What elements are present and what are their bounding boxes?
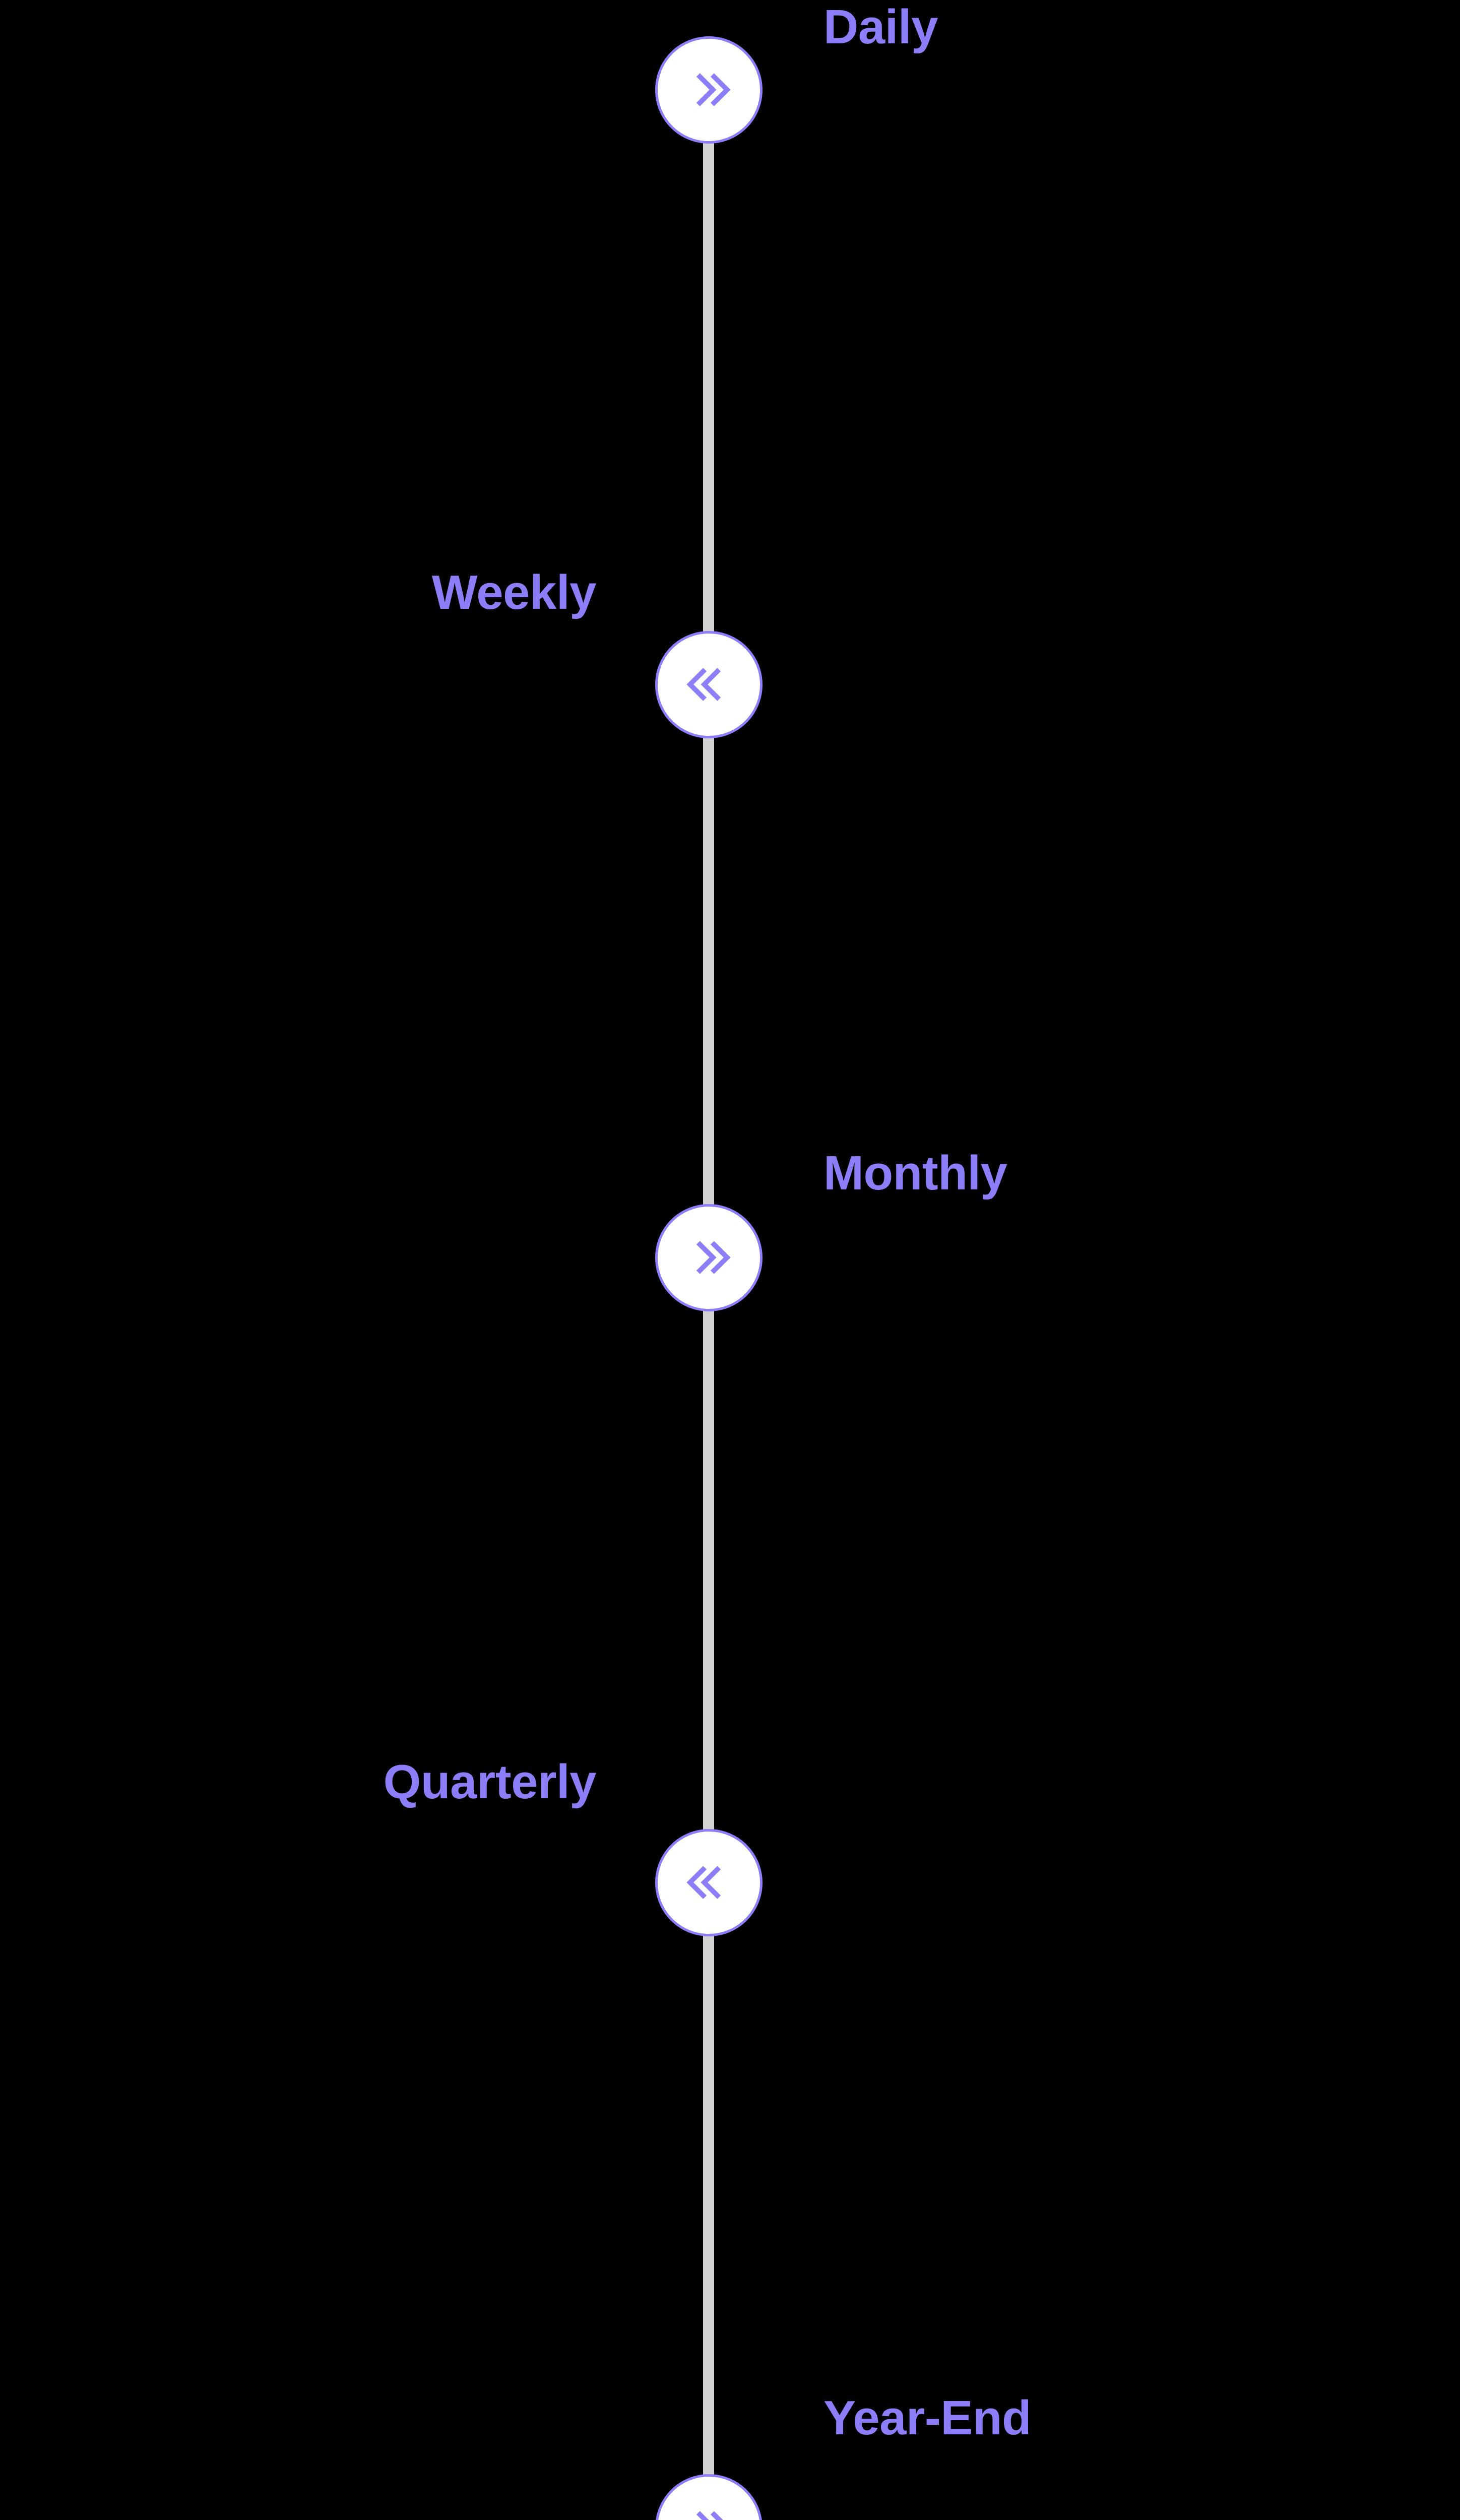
timeline-label-quarterly: Quarterly bbox=[383, 1755, 597, 1809]
chevron-double-left-icon bbox=[686, 1866, 721, 1899]
timeline-label-daily: Daily bbox=[823, 0, 938, 54]
timeline-connector-monthly-to-quarterly bbox=[703, 1307, 714, 1833]
timeline-connector-daily-to-weekly bbox=[703, 139, 714, 635]
chevron-double-right-icon bbox=[696, 1241, 731, 1274]
timeline-node-year-end[interactable] bbox=[655, 2474, 763, 2520]
timeline-label-monthly: Monthly bbox=[823, 1146, 1007, 1200]
timeline-connector-quarterly-to-year-end bbox=[703, 1932, 714, 2478]
timeline-node-daily[interactable] bbox=[655, 36, 763, 144]
timeline-node-quarterly[interactable] bbox=[655, 1829, 763, 1936]
chevron-double-left-icon bbox=[686, 668, 721, 701]
timeline-connector-weekly-to-monthly bbox=[703, 734, 714, 1208]
chevron-double-right-icon bbox=[696, 2511, 723, 2520]
timeline-node-weekly[interactable] bbox=[655, 631, 763, 738]
timeline-label-weekly: Weekly bbox=[431, 565, 597, 619]
chevron-double-right-icon bbox=[696, 73, 731, 106]
timeline-label-year-end: Year-End bbox=[823, 2391, 1032, 2445]
timeline-node-monthly[interactable] bbox=[655, 1204, 763, 1311]
